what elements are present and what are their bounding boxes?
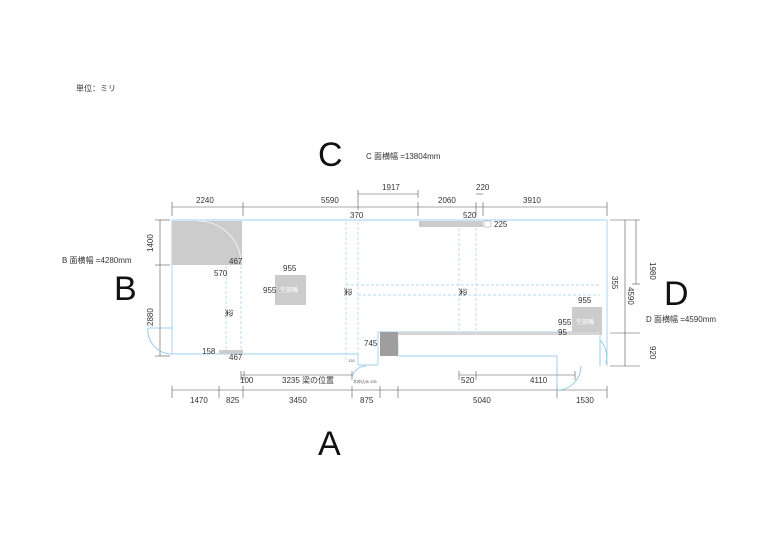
left-dim-2880: 2880 <box>146 308 155 326</box>
beam-guides <box>225 222 600 360</box>
top-dim-2060: 2060 <box>438 196 456 205</box>
face-a-label: A <box>318 425 341 463</box>
dim-130: 130 <box>348 358 355 363</box>
face-d-label: D <box>664 275 689 313</box>
bottom-dim-875: 875 <box>360 396 374 405</box>
air-conditioner-right <box>572 307 602 335</box>
structural-column <box>380 332 398 356</box>
frame-note: 木枠込み 335 <box>353 378 378 384</box>
bottom-dimension-chain <box>171 371 608 398</box>
dim-158: 158 <box>202 347 216 356</box>
right-dim-355: 355 <box>610 276 619 290</box>
bottom-dim-4110: 4110 <box>530 376 548 385</box>
dim-467-top: 467 <box>229 257 243 266</box>
top-dim-2240: 2240 <box>196 196 214 205</box>
top-dimension-chain <box>171 190 608 216</box>
top-dim-1917: 1917 <box>382 183 400 192</box>
door-right <box>599 339 608 366</box>
ac-label-right: 空調機 <box>576 318 594 326</box>
right-dim-920: 920 <box>648 346 657 360</box>
dim-370: 370 <box>350 211 364 220</box>
dim-745: 745 <box>364 339 378 348</box>
unit-label: 単位：ミリ <box>76 83 116 93</box>
dim-95: 95 <box>558 328 567 337</box>
door-left <box>147 327 173 355</box>
door-bottom-center <box>351 365 367 381</box>
right-dim-4590: 4590 <box>626 287 635 305</box>
dim-955-top-left: 955 <box>283 264 297 273</box>
left-dim-1400: 1400 <box>146 234 155 252</box>
dim-955-right: 955 <box>558 318 572 327</box>
air-conditioner-left <box>275 275 306 305</box>
bottom-left-strip <box>219 350 243 354</box>
top-dim-3910: 3910 <box>523 196 541 205</box>
dim-570: 570 <box>214 269 228 278</box>
face-c-width: C 面横幅 =13804mm <box>366 151 441 161</box>
dim-225: 225 <box>494 220 508 229</box>
swing-arc-top-left <box>197 220 242 263</box>
ac-label-left: 空調機 <box>280 286 298 294</box>
dim-467-bottom: 467 <box>229 353 243 362</box>
bottom-beam-strip <box>398 332 600 335</box>
door-bottom-right <box>556 365 582 391</box>
bottom-dim-1530: 1530 <box>576 396 594 405</box>
face-c-label: C <box>318 136 343 174</box>
bottom-dim-3450: 3450 <box>289 396 307 405</box>
top-beam-strip <box>419 221 483 227</box>
beam-label-center: 梁 <box>343 288 352 296</box>
dim-520-top: 520 <box>463 211 477 220</box>
dim-955-left: 955 <box>263 286 277 295</box>
left-dimension-chain <box>155 219 170 357</box>
beam-label-left: 梁 <box>224 309 233 317</box>
face-b-label: B <box>114 270 137 308</box>
beam-position-label: 3235 梁の位置 <box>282 375 334 385</box>
dim-955-top-right: 955 <box>578 296 592 305</box>
right-dimension-chain <box>610 219 640 367</box>
right-dim-1980: 1980 <box>648 262 657 280</box>
bottom-dim-5040: 5040 <box>473 396 491 405</box>
face-b-width: B 面横幅 =4280mm <box>62 255 132 265</box>
top-dim-5590: 5590 <box>321 196 339 205</box>
top-dim-220: 220 <box>476 183 490 192</box>
face-d-width: D 面横幅 =4590mm <box>646 314 716 324</box>
storage-block <box>172 221 242 265</box>
top-beam-end <box>483 220 492 228</box>
bottom-dim-1470: 1470 <box>190 396 208 405</box>
bottom-dim-520: 520 <box>461 376 475 385</box>
beam-label-right: 梁 <box>458 288 467 296</box>
bottom-dim-100: 100 <box>240 376 254 385</box>
bottom-dim-825: 825 <box>226 396 240 405</box>
